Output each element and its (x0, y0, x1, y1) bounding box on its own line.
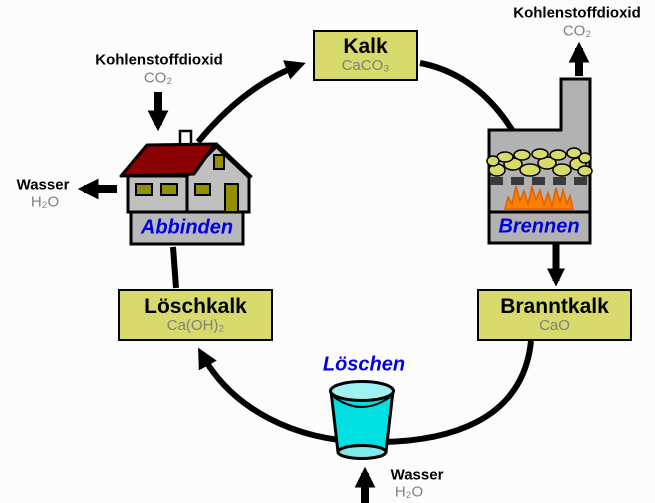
water-glass-icon (329, 380, 395, 460)
co2-into-house-label: Kohlenstoffdioxid (95, 51, 223, 69)
loeschkalk-formula: Ca(OH)₂ (166, 316, 225, 334)
loeschkalk-title: Löschkalk (144, 294, 247, 318)
loeschen-label: Löschen (322, 353, 406, 376)
water-out-of-house-label: Wasser (16, 176, 70, 194)
glass-rim (329, 380, 395, 402)
brennen-label: Brennen (498, 215, 580, 238)
house-roof-edge (213, 142, 253, 180)
co2-out-of-kiln-formula: CO₂ (562, 22, 592, 40)
house-icon (119, 129, 253, 246)
abbinden-label: Abbinden (140, 216, 234, 239)
kiln-icon (486, 77, 593, 245)
water-out-of-house-formula: H₂O (30, 193, 60, 211)
loeschkalk-box: Löschkalk Ca(OH)₂ (118, 289, 273, 341)
cycle-arrow-loeschkalk-to-abbinden (170, 246, 179, 289)
kiln-limestones (486, 147, 593, 177)
water-into-glass-formula: H₂O (394, 483, 424, 501)
house-door (224, 183, 239, 213)
house-window (194, 183, 211, 196)
glass-water-line (333, 396, 391, 408)
glass-bottom (336, 444, 388, 460)
house-attic-window (213, 154, 225, 170)
house-window (135, 183, 153, 196)
branntkalk-box: Branntkalk CaO (477, 289, 632, 341)
kalk-box: Kalk CaCO₃ (313, 30, 418, 81)
kalk-formula: CaCO₃ (341, 57, 390, 75)
branntkalk-formula: CaO (539, 316, 570, 334)
co2-into-house-formula: CO₂ (143, 69, 173, 87)
co2-out-of-kiln-label: Kohlenstoffdioxid (513, 4, 641, 22)
house-window (160, 183, 178, 196)
kiln-flames (504, 184, 574, 210)
cycle-arrow-kalk-to-kiln (419, 60, 517, 135)
water-into-glass-label: Wasser (390, 466, 444, 484)
branntkalk-title: Branntkalk (500, 294, 609, 318)
kalk-title: Kalk (343, 35, 388, 59)
cycle-arrow-abbinden-to-kalk (195, 60, 306, 144)
